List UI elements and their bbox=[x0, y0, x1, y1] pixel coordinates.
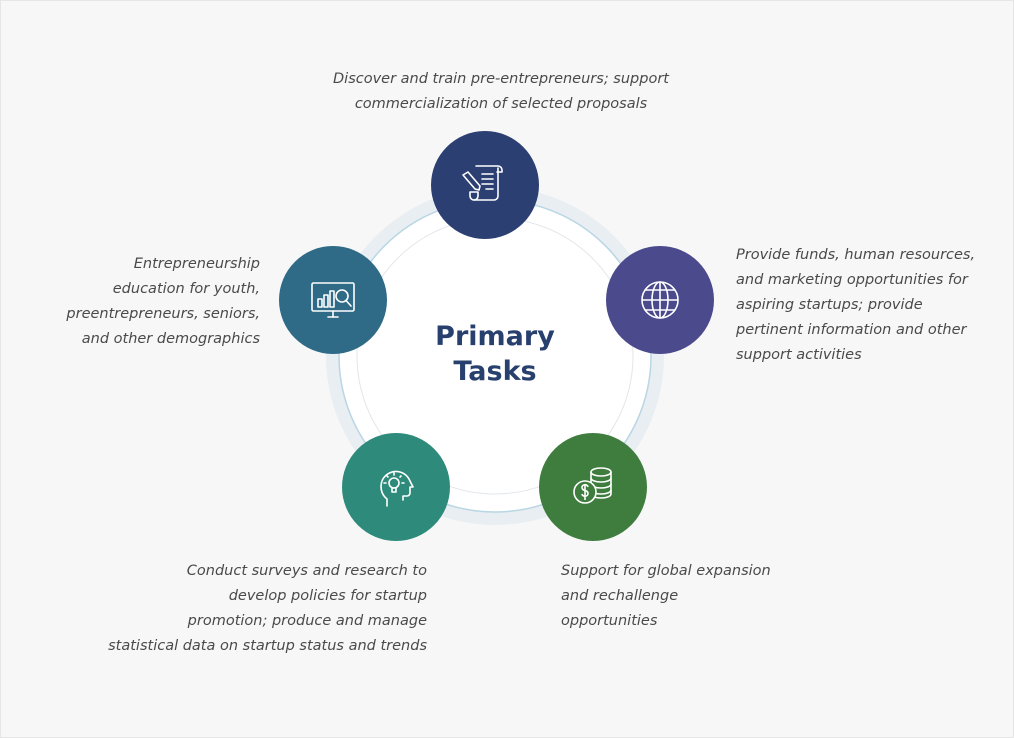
task-caption-line: and rechallenge bbox=[561, 588, 679, 604]
task-caption-line: pertinent information and other bbox=[736, 322, 967, 338]
task-caption-line: Provide funds, human resources, bbox=[736, 247, 976, 263]
task-caption-line: preentrepreneurs, seniors, bbox=[66, 306, 260, 322]
task-node-bottom-left bbox=[342, 433, 450, 541]
task-caption-line: and marketing opportunities for bbox=[736, 272, 968, 288]
task-node-top bbox=[431, 131, 539, 239]
center-title-line-2: Tasks bbox=[453, 356, 537, 387]
task-node-left bbox=[279, 246, 387, 354]
task-caption-line: promotion; produce and manage bbox=[187, 613, 427, 629]
dollar-coins-icon bbox=[573, 467, 612, 504]
task-node-right bbox=[606, 246, 714, 354]
task-caption-line: education for youth, bbox=[112, 281, 260, 297]
center-title-line-1: Primary bbox=[435, 321, 555, 352]
task-caption-left: Entrepreneurship education for youth, pr… bbox=[21, 252, 260, 352]
task-caption-bottom-left: Conduct surveys and research to develop … bbox=[61, 559, 427, 659]
task-caption-line: develop policies for startup bbox=[228, 588, 427, 604]
task-caption-line: aspiring startups; provide bbox=[736, 297, 923, 313]
task-caption-line: Conduct surveys and research to bbox=[186, 563, 427, 579]
task-caption-bottom-right: Support for global expansion and rechall… bbox=[561, 559, 821, 634]
task-caption-line: support activities bbox=[736, 347, 862, 363]
task-node-bottom-right bbox=[539, 433, 647, 541]
task-caption-line: statistical data on startup status and t… bbox=[108, 638, 427, 654]
task-caption-line: commercialization of selected proposals bbox=[354, 96, 648, 112]
task-caption-right: Provide funds, human resources, and mark… bbox=[736, 243, 996, 368]
task-caption-line: Entrepreneurship bbox=[133, 256, 260, 272]
task-caption-top: Discover and train pre-entrepreneurs; su… bbox=[301, 67, 701, 117]
task-caption-line: opportunities bbox=[561, 613, 658, 629]
task-caption-line: Support for global expansion bbox=[561, 563, 771, 579]
head-lightbulb-icon bbox=[380, 470, 414, 507]
globe-icon bbox=[641, 281, 679, 319]
task-caption-line: and other demographics bbox=[81, 331, 260, 347]
task-caption-line: Discover and train pre-entrepreneurs; su… bbox=[333, 71, 669, 87]
document-pen-icon bbox=[462, 165, 503, 201]
center-title: Primary Tasks bbox=[395, 319, 595, 389]
monitor-chart-search-icon bbox=[311, 282, 355, 318]
